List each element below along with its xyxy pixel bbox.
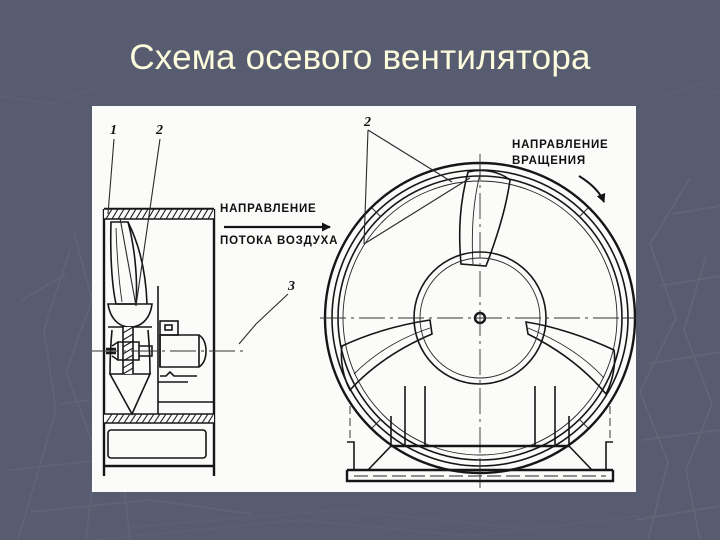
rotation-arrow-icon <box>578 175 606 203</box>
impeller-blade-section <box>107 221 153 416</box>
rotation-direction-annotation: НАПРАВЛЕНИЕ ВРАЩЕНИЯ <box>512 139 609 203</box>
front-view-callout: 2 <box>363 115 471 245</box>
callout-1-label: 1 <box>110 123 117 138</box>
front-view: 2 <box>320 115 636 488</box>
page-title: Схема осевого вентилятора <box>129 38 591 77</box>
side-view: 1 2 3 <box>92 123 295 476</box>
hub-and-shaft <box>106 326 153 375</box>
airflow-direction-annotation: НАПРАВЛЕНИЕ ПОТОКА ВОЗДУХА <box>220 203 338 247</box>
axial-fan-diagram: 1 2 3 НАПРАВЛЕНИЕ ПОТОКА <box>92 106 636 492</box>
electric-motor <box>158 320 207 383</box>
callout-2-left-label: 2 <box>155 123 163 138</box>
rotation-line2: ВРАЩЕНИЯ <box>512 155 586 167</box>
side-view-callouts: 1 2 3 <box>107 123 295 345</box>
callout-2-right-label: 2 <box>363 115 371 130</box>
rotation-line1: НАПРАВЛЕНИЕ <box>512 139 609 151</box>
callout-3-label: 3 <box>287 279 295 294</box>
airflow-line1: НАПРАВЛЕНИЕ <box>220 203 317 215</box>
airflow-line2: ПОТОКА ВОЗДУХА <box>220 235 338 247</box>
support-pedestal <box>345 386 615 483</box>
